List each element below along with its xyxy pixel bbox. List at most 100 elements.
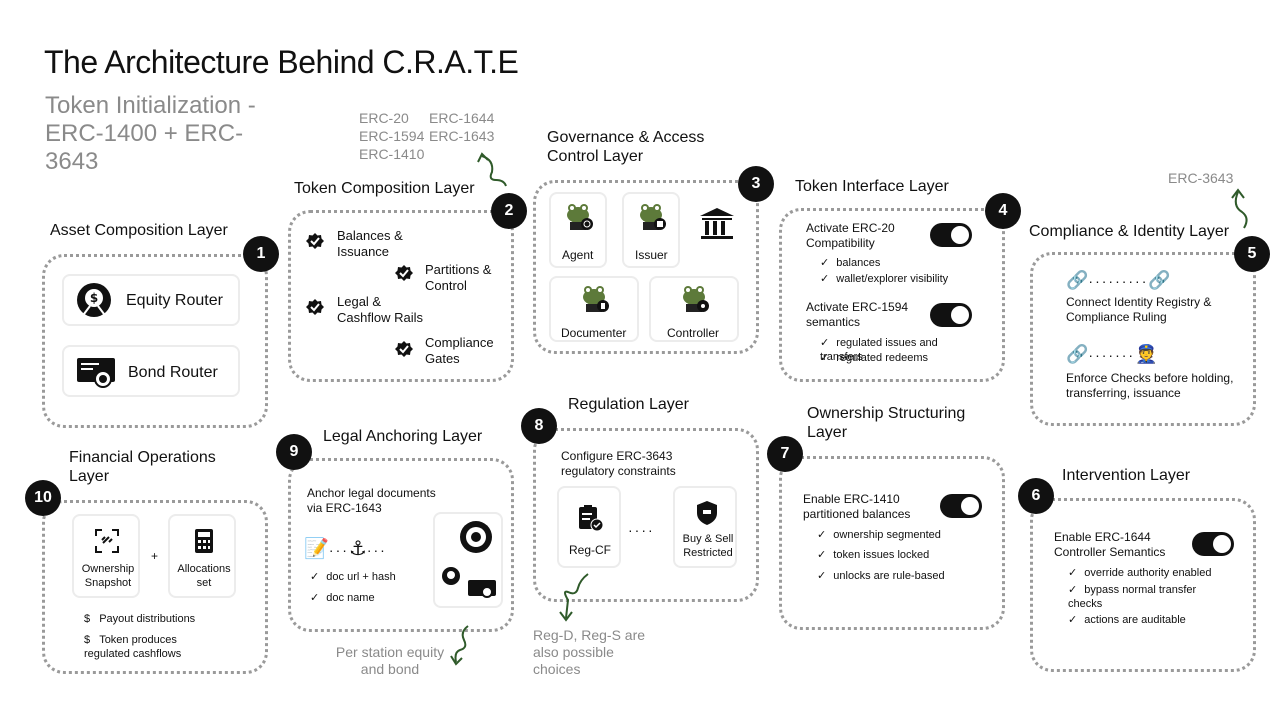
- link-icon: 🔗: [1148, 270, 1171, 290]
- layer-number-badge: 10: [25, 480, 61, 516]
- erc20-toggle-label: Activate ERC-20 Compatibility: [806, 221, 895, 250]
- document-edit-icon: 📝: [304, 538, 329, 560]
- asset-layer-box: [42, 254, 268, 428]
- verified-badge-icon: [306, 299, 324, 315]
- link-chain-row: 🔗·········🔗: [1066, 270, 1171, 291]
- buy-sell-restricted-card: Buy & Sell Restricted: [673, 486, 737, 568]
- token-comp-item: Compliance Gates: [425, 335, 494, 366]
- erc1594-toggle-label: Activate ERC-1594 semantics: [806, 300, 909, 329]
- svg-text:$: $: [90, 291, 98, 305]
- check-item-label: token issues locked: [833, 549, 930, 561]
- check-item-label: ownership segmented: [833, 529, 941, 541]
- check-item: ✓ wallet/explorer visibility: [820, 272, 948, 286]
- page-title: The Architecture Behind C.R.A.T.E: [44, 44, 519, 80]
- layer-number-badge: 5: [1234, 236, 1270, 272]
- check-icon: ✓: [820, 337, 830, 349]
- check-item: ✓ regulated redeems: [820, 351, 928, 365]
- frog-controller-icon: [683, 286, 709, 312]
- link-icon: 🔗: [1066, 344, 1089, 364]
- erc-note-left: ERC-20 ERC-1594 ERC-1410: [359, 109, 424, 163]
- asset-layer-title: Asset Composition Layer: [50, 222, 228, 239]
- check-icon: ✓: [1068, 567, 1078, 579]
- frog-documenter-icon: [583, 286, 609, 312]
- anchor-icon: ⚓: [348, 538, 367, 560]
- erc-note-item: ERC-1643: [429, 128, 495, 144]
- financial-layer-title: Financial Operations Layer: [69, 449, 216, 485]
- check-item: ✓ unlocks are rule-based: [817, 569, 945, 583]
- regulation-desc: Configure ERC-3643 regulatory constraint…: [561, 449, 676, 478]
- check-item: ✓ regulated issues and transfers: [820, 336, 950, 364]
- legal-layer-box: [288, 458, 514, 632]
- officer-icon: 👮: [1135, 344, 1158, 364]
- financial-item: $ Payout distributions: [84, 612, 195, 626]
- bond-certificate-icon: [468, 580, 496, 598]
- token-comp-item: Balances & Issuance: [337, 228, 403, 259]
- erc1644-toggle[interactable]: [1192, 532, 1234, 556]
- check-item-label: actions are auditable: [1084, 614, 1186, 626]
- check-icon: ✓: [310, 571, 320, 583]
- bank-building-icon: [700, 208, 734, 239]
- layer-number-badge: 1: [243, 236, 279, 272]
- check-item-label: regulated issues and transfers: [820, 337, 938, 363]
- equity-router-icon: $: [77, 283, 111, 317]
- frog-issuer-icon: [640, 204, 666, 230]
- snapshot-link-icon: [95, 529, 119, 553]
- ownership-layer-title: Ownership Structuring Layer: [807, 405, 966, 441]
- erc-note-item: ERC-1410: [359, 146, 425, 162]
- ownership-snapshot-label: Ownership Snapshot: [81, 563, 135, 589]
- layer-number-badge: 9: [276, 434, 312, 470]
- erc20-toggle[interactable]: [930, 223, 972, 247]
- check-icon: ✓: [817, 570, 827, 582]
- check-item-label: override authority enabled: [1084, 567, 1212, 579]
- equity-router-card: $ Equity Router: [62, 274, 240, 326]
- erc1410-toggle[interactable]: [940, 494, 982, 518]
- check-icon: ✓: [1068, 584, 1078, 596]
- calculator-icon: [195, 529, 213, 553]
- erc-note-item: ERC-20: [359, 110, 409, 126]
- financial-layer-box: [42, 500, 268, 674]
- erc-note-compliance: ERC-3643: [1168, 170, 1234, 186]
- layer-number-badge: 3: [738, 166, 774, 202]
- governance-layer-title: Governance & Access Control Layer: [547, 129, 705, 165]
- compliance-layer-title: Compliance & Identity Layer: [1029, 223, 1230, 240]
- dotted-connector: ···: [366, 542, 387, 558]
- buy-sell-label: Buy & Sell Restricted: [682, 533, 734, 559]
- ownership-snapshot-card: Ownership Snapshot: [72, 514, 140, 598]
- station-certificate-card: [433, 512, 503, 608]
- regulation-layer-title: Regulation Layer: [568, 396, 689, 413]
- check-icon: ✓: [820, 257, 830, 269]
- layer-number-badge: 4: [985, 193, 1021, 229]
- check-item: ✓ bypass normal transfer checks: [1068, 583, 1208, 611]
- check-item-label: doc url + hash: [326, 571, 396, 583]
- compliance-item: Enforce Checks before holding, transferr…: [1066, 371, 1234, 400]
- intervention-layer-title: Intervention Layer: [1062, 467, 1191, 484]
- check-item: ✓ override authority enabled: [1068, 566, 1211, 580]
- check-item: ✓ balances: [820, 256, 880, 270]
- plus-sign: +: [151, 549, 159, 563]
- layer-number-badge: 6: [1018, 478, 1054, 514]
- bond-certificate-icon: [77, 358, 115, 388]
- erc1644-toggle-label: Enable ERC-1644 Controller Semantics: [1054, 530, 1166, 559]
- bond-router-card: Bond Router: [62, 345, 240, 397]
- green-arrow-icon: [477, 152, 507, 187]
- green-arrow-icon: [450, 625, 469, 666]
- shield-gavel-icon: [697, 501, 717, 525]
- check-icon: ✓: [1068, 614, 1078, 626]
- financial-item-label: Payout distributions: [99, 613, 196, 625]
- check-item: ✓ doc name: [310, 591, 375, 605]
- erc1594-toggle[interactable]: [930, 303, 972, 327]
- verified-badge-icon: [395, 265, 413, 281]
- ownership-layer-box: [779, 456, 1005, 630]
- interface-layer-box: [779, 208, 1005, 382]
- erc1410-toggle-label: Enable ERC-1410 partitioned balances: [803, 492, 911, 521]
- check-item: ✓ token issues locked: [817, 548, 929, 562]
- frog-agent-icon: [567, 204, 593, 230]
- reg-cf-card: Reg-CF: [557, 486, 621, 568]
- intervention-layer-box: [1030, 498, 1256, 672]
- check-icon: ✓: [817, 549, 827, 561]
- clipboard-check-icon: [579, 505, 603, 532]
- layer-number-badge: 8: [521, 408, 557, 444]
- regulation-note: Reg-D, Reg-S are also possible choices: [533, 627, 646, 677]
- green-arrow-icon: [1231, 188, 1248, 229]
- dotted-connector: ·········: [1088, 273, 1149, 289]
